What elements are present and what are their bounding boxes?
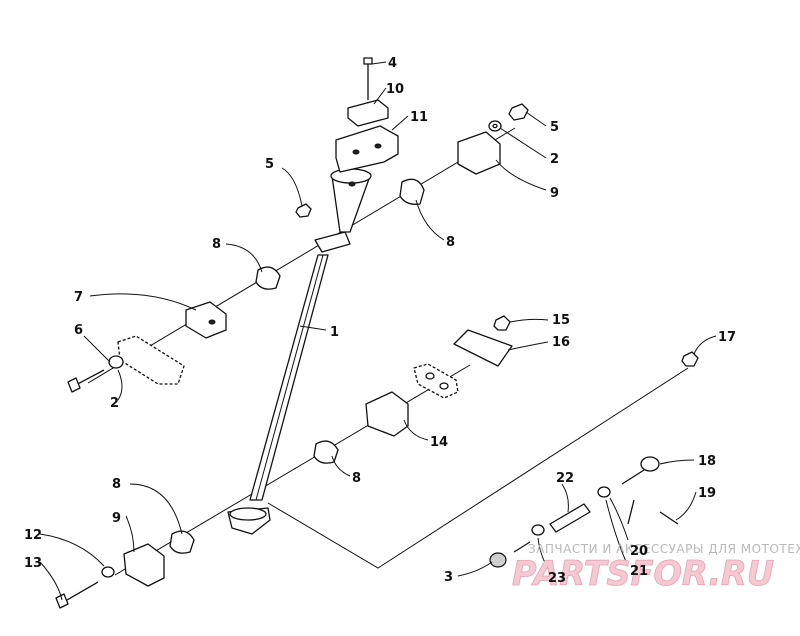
steering-post bbox=[227, 168, 372, 535]
callout-7: 7 bbox=[74, 290, 83, 305]
upper-right-block bbox=[457, 103, 529, 175]
upper-clamp-group bbox=[335, 57, 399, 173]
nut-left bbox=[295, 203, 312, 218]
callout-2: 2 bbox=[550, 152, 559, 167]
callout-23: 23 bbox=[548, 571, 566, 586]
callout-19: 19 bbox=[698, 486, 716, 501]
callout-8: 8 bbox=[112, 477, 121, 492]
callout-16: 16 bbox=[552, 335, 570, 350]
callout-5: 5 bbox=[265, 157, 274, 172]
callout-9: 9 bbox=[550, 186, 559, 201]
callout-17: 17 bbox=[718, 330, 736, 345]
callout-13: 13 bbox=[24, 556, 42, 571]
callout-6: 6 bbox=[74, 323, 83, 338]
callout-9: 9 bbox=[112, 511, 121, 526]
callout-22: 22 bbox=[556, 471, 574, 486]
callout-8: 8 bbox=[352, 471, 361, 486]
block-7 bbox=[185, 301, 227, 339]
watermark: ЗАПЧАСТИ И АКСЕССУАРЫ ДЛЯ МОТОТЕХНИКИ PA… bbox=[512, 542, 800, 594]
callout-8: 8 bbox=[212, 237, 221, 252]
callout-15: 15 bbox=[552, 313, 570, 328]
plate-16-group bbox=[413, 315, 513, 399]
watermark-caption: ЗАПЧАСТИ И АКСЕССУАРЫ ДЛЯ МОТОТЕХНИКИ bbox=[528, 542, 800, 556]
callout-2: 2 bbox=[110, 396, 119, 411]
lower-left-block bbox=[55, 543, 165, 609]
leader-lines bbox=[39, 61, 717, 601]
callout-10: 10 bbox=[386, 82, 404, 97]
callout-20: 20 bbox=[630, 544, 648, 559]
callout-12: 12 bbox=[24, 528, 42, 543]
callout-8: 8 bbox=[446, 235, 455, 250]
callout-1: 1 bbox=[330, 325, 339, 340]
assembly-axis-lines bbox=[87, 127, 689, 576]
callout-5: 5 bbox=[550, 120, 559, 135]
callout-11: 11 bbox=[410, 110, 428, 125]
callout-numbers: 4 10 11 5 5 2 9 8 8 7 6 2 1 15 16 17 14 … bbox=[24, 56, 736, 586]
callout-3: 3 bbox=[444, 570, 453, 585]
block-14 bbox=[365, 391, 409, 437]
callout-21: 21 bbox=[630, 564, 648, 579]
callout-4: 4 bbox=[388, 56, 397, 71]
tie-rod-group bbox=[489, 351, 699, 568]
watermark-logo: PARTSFOR.RU bbox=[512, 554, 774, 594]
left-bracket-plate bbox=[67, 335, 185, 393]
callout-14: 14 bbox=[430, 435, 448, 450]
callout-18: 18 bbox=[698, 454, 716, 469]
